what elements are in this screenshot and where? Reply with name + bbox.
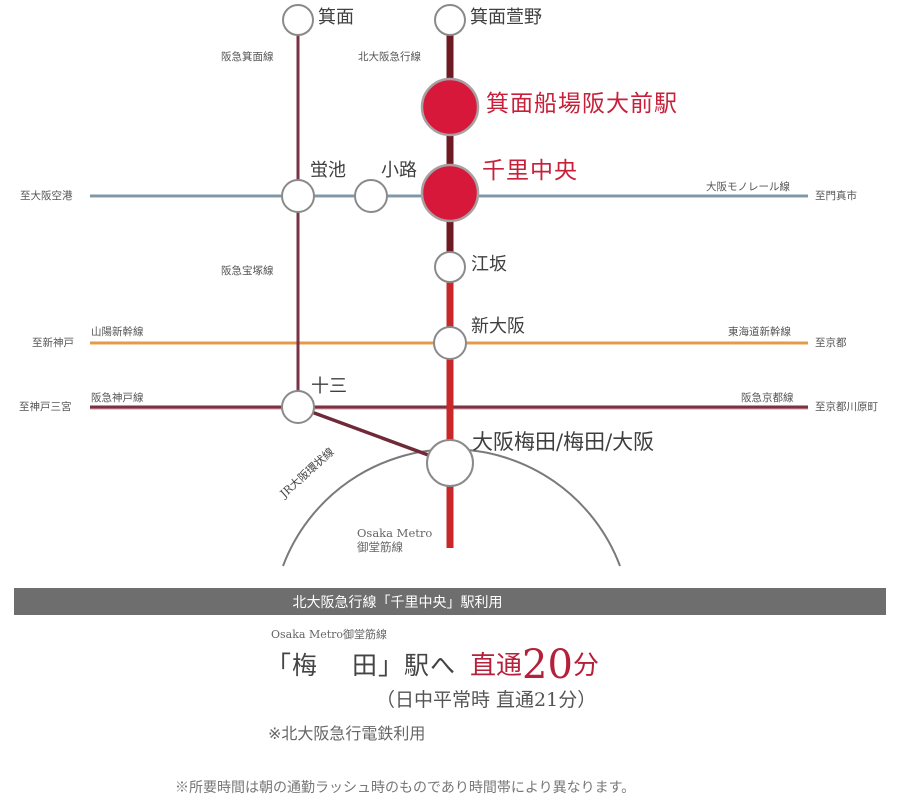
direct-label: 直通 <box>470 651 523 681</box>
station-umeda[interactable] <box>426 439 474 487</box>
dest-airport: 至大阪空港 <box>20 190 73 202</box>
hankyu-umeda-link <box>297 405 451 465</box>
line-label-hankyu-kyoto: 阪急京都線 <box>741 392 794 404</box>
station-shoji[interactable] <box>354 179 388 213</box>
line-label-monorail: 大阪モノレール線 <box>706 181 790 193</box>
line-label-sanyo-shinkansen: 山陽新幹線 <box>91 326 144 338</box>
dest-kawaramachi: 至京都川原町 <box>815 401 878 413</box>
station-juso[interactable] <box>281 390 315 424</box>
subway-line-label: Osaka Metro御堂筋線 <box>271 628 388 641</box>
station-banner: 北大阪急行線「千里中央」駅利用 <box>14 588 886 615</box>
dest-kobe-sannomiya: 至神戸三宮 <box>19 401 72 413</box>
midday-time: （日中平常時 直通21分） <box>376 689 597 711</box>
line-label-tokaido-shinkansen: 東海道新幹線 <box>728 326 791 338</box>
station-label-esaka: 江坂 <box>471 254 507 275</box>
station-minoh[interactable] <box>282 4 314 36</box>
station-shin-osaka[interactable] <box>433 326 467 360</box>
station-label-shoji: 小路 <box>381 160 417 181</box>
line-label-hankyu-takarazuka: 阪急宝塚線 <box>221 265 274 277</box>
station-label-umeda: 大阪梅田/梅田/大阪 <box>472 430 655 454</box>
dest-close: 田」駅へ <box>352 651 457 680</box>
station-senri-chuo[interactable] <box>420 163 480 223</box>
dest-kyoto: 至京都 <box>815 337 847 349</box>
line-label-kita-osaka-kyuko: 北大阪急行線 <box>358 51 421 63</box>
station-label-shin-osaka: 新大阪 <box>471 316 525 337</box>
travel-time-headline: 「梅 田」駅へ直通20分 <box>266 642 599 688</box>
station-esaka[interactable] <box>434 251 466 283</box>
station-minoh-semba[interactable] <box>420 77 480 137</box>
time-disclaimer: ※所要時間は朝の通勤ラッシュ時のものであり時間帯により異なります。 <box>175 780 636 796</box>
station-minoh-kayano[interactable] <box>434 4 466 36</box>
station-label-minoh-semba: 箕面船場阪大前駅 <box>486 91 678 117</box>
dest-shin-kobe: 至新神戸 <box>32 337 74 349</box>
line-label-midosuji: Osaka Metro 御堂筋線 <box>357 526 433 555</box>
station-label-hotarugaike: 蛍池 <box>310 160 346 181</box>
line-label-hankyu-minoo: 阪急箕面線 <box>221 51 274 63</box>
line-label-midosuji-1: Osaka Metro <box>357 526 433 540</box>
minutes-unit: 分 <box>572 651 599 681</box>
station-label-senri-chuo: 千里中央 <box>482 158 578 184</box>
station-label-minoh: 箕面 <box>318 7 354 28</box>
station-hotarugaike[interactable] <box>281 179 315 213</box>
dest-kadoma: 至門真市 <box>815 190 857 202</box>
railway-note: ※北大阪急行電鉄利用 <box>268 724 426 743</box>
line-label-midosuji-2: 御堂筋線 <box>357 539 403 554</box>
line-label-hankyu-kobe: 阪急神戸線 <box>91 392 144 404</box>
station-label-minoh-kayano: 箕面萱野 <box>470 7 542 28</box>
station-label-juso: 十三 <box>311 376 347 397</box>
dest-open: 「梅 <box>266 651 319 680</box>
route-map <box>90 4 808 567</box>
travel-minutes: 20 <box>522 642 573 688</box>
banner-text: 北大阪急行線「千里中央」駅利用 <box>292 594 503 611</box>
